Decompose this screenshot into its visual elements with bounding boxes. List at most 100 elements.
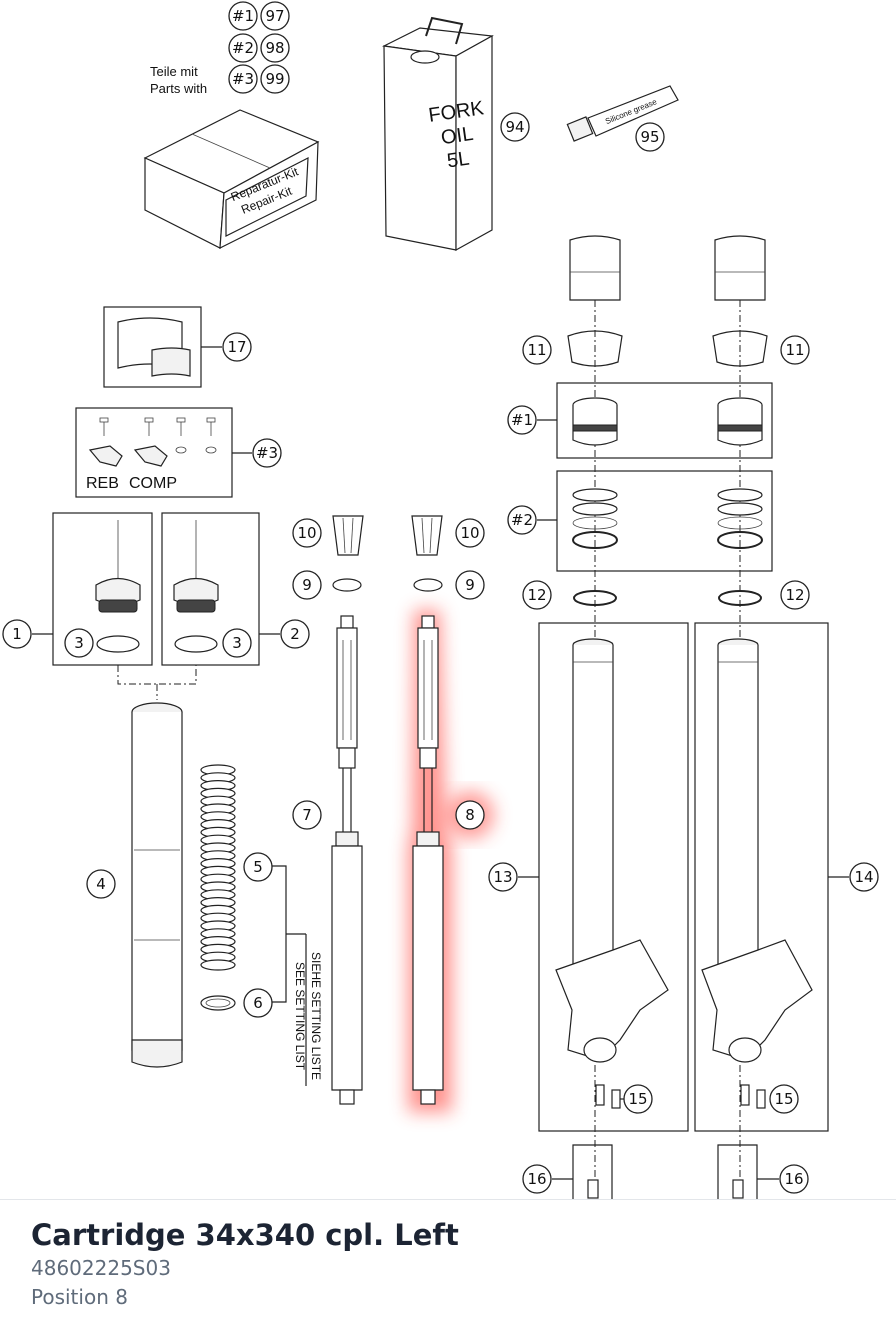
svg-text:2: 2 (290, 625, 300, 643)
part-position: Position 8 (31, 1285, 128, 1309)
callout-kit-2-group[interactable]: #2 (507, 505, 537, 535)
svg-text:9: 9 (465, 576, 475, 594)
seal-kit-group (537, 470, 773, 572)
svg-text:5: 5 (253, 858, 263, 876)
callout-95[interactable]: 95 (635, 122, 665, 152)
svg-text:15: 15 (774, 1090, 793, 1108)
callout-3-right[interactable]: 3 (222, 628, 252, 658)
bushing-kit-group (537, 382, 773, 459)
axle-clamp-bolts (552, 1144, 779, 1200)
svg-text:99: 99 (265, 70, 284, 88)
svg-text:8: 8 (465, 806, 475, 824)
can-text-oil: OIL (440, 123, 475, 149)
spring-cages (332, 515, 443, 592)
svg-text:#1: #1 (511, 411, 533, 429)
setting-text-en: SEE SETTING LIST (293, 962, 307, 1071)
callout-9-left[interactable]: 9 (292, 570, 322, 600)
svg-text:#3: #3 (256, 444, 278, 462)
exploded-parts-diagram: Teile mit Parts with #1 97 #2 98 #3 99 R… (2, 1, 879, 1200)
callout-4[interactable]: 4 (86, 869, 116, 899)
svg-text:16: 16 (527, 1170, 546, 1188)
callout-8[interactable]: 8 (455, 800, 485, 830)
spring-spacer (200, 995, 236, 1011)
svg-text:4: 4 (96, 875, 106, 893)
svg-text:9: 9 (302, 576, 312, 594)
repair-kit-box: Reparatur-Kit Repair-Kit (143, 109, 320, 250)
callout-17[interactable]: 17 (222, 332, 252, 362)
callout-15-left[interactable]: 15 (623, 1084, 653, 1114)
adjuster-kit-group: REB COMP (75, 407, 252, 498)
svg-text:98: 98 (265, 39, 284, 57)
cartridge-left (412, 615, 444, 1105)
svg-text:14: 14 (854, 868, 873, 886)
outer-tube (131, 702, 183, 1068)
svg-text:11: 11 (527, 341, 546, 359)
part-number: 48602225S03 (31, 1256, 171, 1280)
kit-label-en: Parts with (150, 81, 207, 96)
callout-98[interactable]: 98 (260, 33, 290, 63)
svg-text:12: 12 (527, 586, 546, 604)
callout-10-right[interactable]: 10 (455, 518, 485, 548)
callout-kit-3-group[interactable]: #3 (252, 438, 282, 468)
setting-list-note: SIEHE SETTING LISTE SEE SETTING LIST (272, 865, 323, 1086)
callout-99[interactable]: 99 (260, 64, 290, 94)
svg-text:7: 7 (302, 806, 312, 824)
fork-oil-can: FORK OIL 5L (382, 16, 494, 252)
kit-legend: Teile mit Parts with #1 97 #2 98 #3 99 (150, 1, 290, 96)
fork-cap-right (173, 520, 219, 653)
callout-12-right[interactable]: 12 (780, 580, 810, 610)
part-name: Cartridge 34x340 cpl. Left (31, 1218, 459, 1252)
svg-text:10: 10 (460, 524, 479, 542)
svg-text:94: 94 (505, 118, 524, 136)
callout-5[interactable]: 5 (243, 852, 273, 882)
svg-text:97: 97 (265, 7, 284, 25)
fork-spring (200, 764, 236, 971)
callout-kit-1[interactable]: #1 (228, 1, 258, 31)
svg-text:95: 95 (640, 128, 659, 146)
callout-94[interactable]: 94 (500, 112, 530, 142)
callout-97[interactable]: 97 (260, 1, 290, 31)
callout-11-left[interactable]: 11 (522, 335, 552, 365)
callout-9-right[interactable]: 9 (455, 570, 485, 600)
callout-7[interactable]: 7 (292, 800, 322, 830)
dust-seals (573, 590, 762, 606)
callout-kit-1-group[interactable]: #1 (507, 405, 537, 435)
svg-text:10: 10 (297, 524, 316, 542)
svg-text:3: 3 (74, 634, 84, 652)
callout-1[interactable]: 1 (2, 619, 32, 649)
svg-text:16: 16 (784, 1170, 803, 1188)
callout-6[interactable]: 6 (243, 988, 273, 1018)
callout-13[interactable]: 13 (488, 862, 518, 892)
callout-10-left[interactable]: 10 (292, 518, 322, 548)
lower-legs-group (518, 622, 849, 1132)
comp-label: COMP (129, 475, 177, 492)
callout-kit-3[interactable]: #3 (228, 64, 258, 94)
svg-text:17: 17 (227, 338, 246, 356)
callout-16-left[interactable]: 16 (522, 1164, 552, 1194)
svg-text:#2: #2 (232, 39, 254, 57)
kit-label-de: Teile mit (150, 64, 198, 79)
part-info-panel: Cartridge 34x340 cpl. Left 48602225S03 P… (0, 1199, 896, 1336)
svg-text:3: 3 (232, 634, 242, 652)
callout-kit-2[interactable]: #2 (228, 33, 258, 63)
svg-text:15: 15 (628, 1090, 647, 1108)
clamp-shells-group (103, 306, 222, 388)
callout-3-left[interactable]: 3 (64, 628, 94, 658)
callout-12-left[interactable]: 12 (522, 580, 552, 610)
callout-11-right[interactable]: 11 (780, 335, 810, 365)
can-text-volume: 5L (446, 148, 471, 173)
svg-text:#3: #3 (232, 70, 254, 88)
svg-text:1: 1 (12, 625, 22, 643)
callout-15-right[interactable]: 15 (769, 1084, 799, 1114)
cartridge-right (331, 615, 363, 1105)
svg-text:12: 12 (785, 586, 804, 604)
svg-text:#2: #2 (511, 511, 533, 529)
callout-14[interactable]: 14 (849, 862, 879, 892)
lower-leg-left (555, 638, 669, 1109)
callout-16-right[interactable]: 16 (779, 1164, 809, 1194)
fork-cap-left (95, 520, 141, 653)
svg-text:11: 11 (785, 341, 804, 359)
fork-caps-group (32, 512, 280, 700)
svg-text:13: 13 (493, 868, 512, 886)
callout-2[interactable]: 2 (280, 619, 310, 649)
